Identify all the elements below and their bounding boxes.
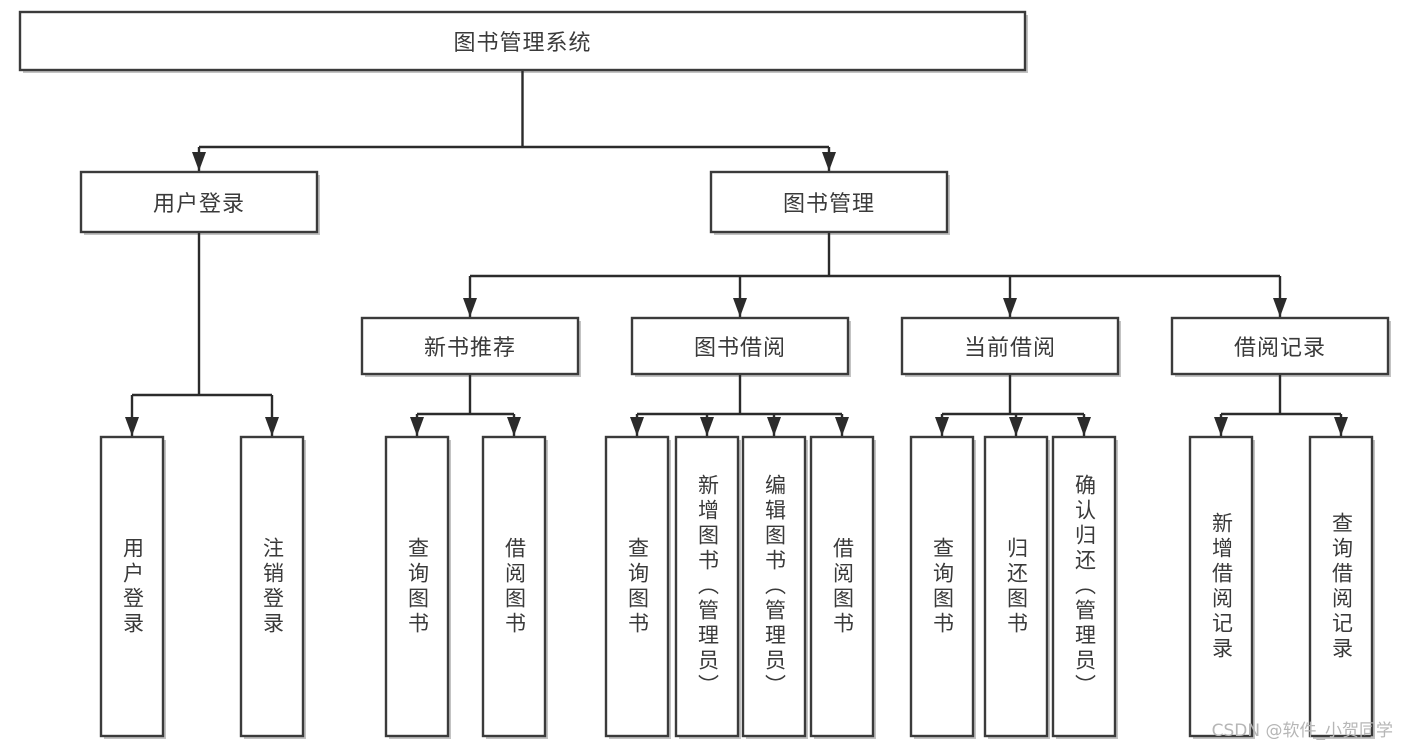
arrowhead-level2-1 [822, 152, 836, 171]
arrowhead-leaf-0-0 [125, 417, 139, 436]
arrowhead-level3-0 [463, 298, 477, 317]
connector-layer [125, 70, 1348, 436]
arrowhead-leaf-2-0 [630, 417, 644, 436]
arrowhead-leaf-1-1 [507, 417, 521, 436]
arrowhead-leaf-0-1 [265, 417, 279, 436]
leaf-node-4[interactable] [604, 435, 670, 738]
leaf-node-1[interactable] [239, 435, 305, 738]
leaf-node-0[interactable] [99, 435, 165, 738]
arrowhead-leaf-3-1 [1009, 417, 1023, 436]
arrowhead-leaf-2-3 [835, 417, 849, 436]
level3-node-1[interactable] [630, 316, 850, 376]
watermark-text: CSDN @软件_小贺同学 [1211, 721, 1393, 741]
node-box-layer [18, 10, 1390, 738]
leaf-node-8[interactable] [909, 435, 975, 738]
level3-node-0[interactable] [360, 316, 580, 376]
arrowhead-leaf-3-0 [935, 417, 949, 436]
arrowhead-level2-0 [192, 152, 206, 171]
leaf-node-12[interactable] [1308, 435, 1374, 738]
leaf-node-2[interactable] [384, 435, 450, 738]
arrowhead-level3-1 [733, 298, 747, 317]
arrowhead-leaf-4-1 [1334, 417, 1348, 436]
leaf-node-3[interactable] [481, 435, 547, 738]
level2-node-1[interactable] [709, 170, 949, 234]
leaf-node-9[interactable] [983, 435, 1049, 738]
level3-node-3[interactable] [1170, 316, 1390, 376]
level2-node-0[interactable] [79, 170, 319, 234]
arrowhead-leaf-3-2 [1077, 417, 1091, 436]
root-node-book-management-system[interactable] [18, 10, 1027, 72]
arrowhead-leaf-2-2 [767, 417, 781, 436]
arrowhead-leaf-2-1 [700, 417, 714, 436]
leaf-node-10[interactable] [1051, 435, 1117, 738]
leaf-node-11[interactable] [1188, 435, 1254, 738]
arrowhead-level3-2 [1003, 298, 1017, 317]
leaf-node-6[interactable] [741, 435, 807, 738]
arrowhead-leaf-4-0 [1214, 417, 1228, 436]
leaf-node-7[interactable] [809, 435, 875, 738]
level3-node-2[interactable] [900, 316, 1120, 376]
leaf-node-5[interactable] [674, 435, 740, 738]
arrowhead-level3-3 [1273, 298, 1287, 317]
arrowhead-leaf-1-0 [410, 417, 424, 436]
